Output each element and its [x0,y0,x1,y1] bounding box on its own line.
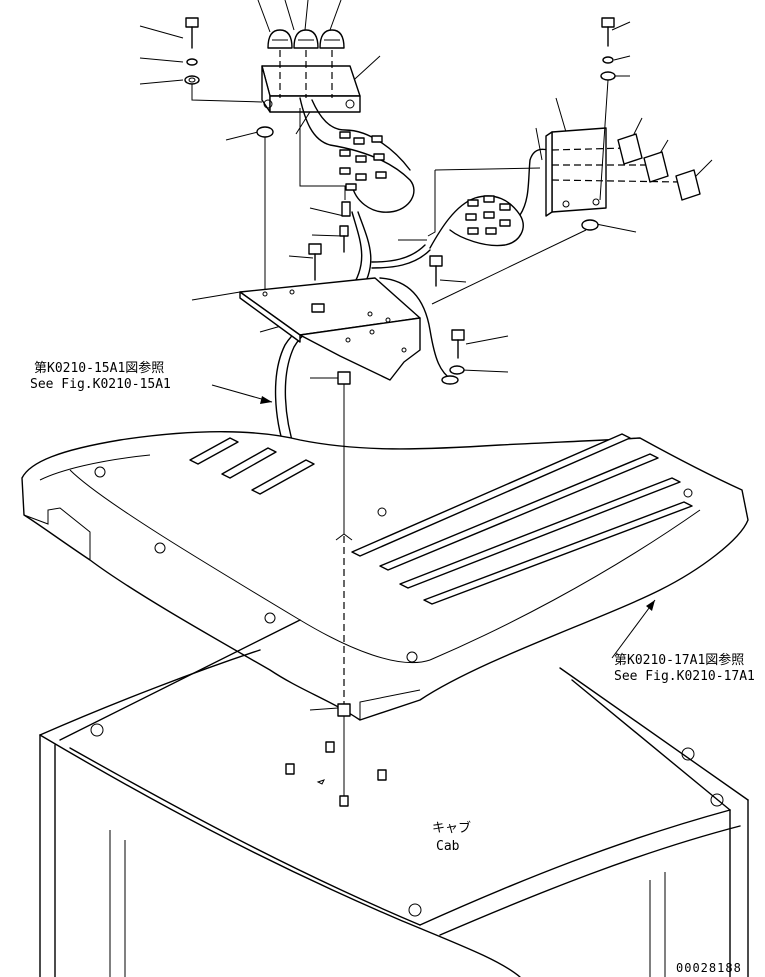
lamp-bracket-right [431,17,701,305]
ref-17a1-english: See Fig.K0210-17A1 [614,669,755,684]
drawing-number: 00028188 [676,961,742,975]
cab-label-english: Cab [436,839,460,854]
ref-17a1-japanese: 第K0210-17A1図参照 [614,652,744,668]
cab-label-japanese: キャブ [432,820,471,836]
wire-harness-right [427,148,549,249]
plate-bolts-right [429,255,465,375]
alignment-dashed-line [335,371,353,796]
cab-frame [39,619,749,977]
ref-15a1-english: See Fig.K0210-15A1 [30,377,171,392]
roof-panel [21,431,749,721]
ref-15a1-japanese: 第K0210-15A1図参照 [34,360,164,376]
wire-harness-left [299,97,415,253]
reference-arrowheads [260,396,655,611]
lamp-bracket-assembly [184,17,361,292]
mounting-plate [239,243,459,385]
